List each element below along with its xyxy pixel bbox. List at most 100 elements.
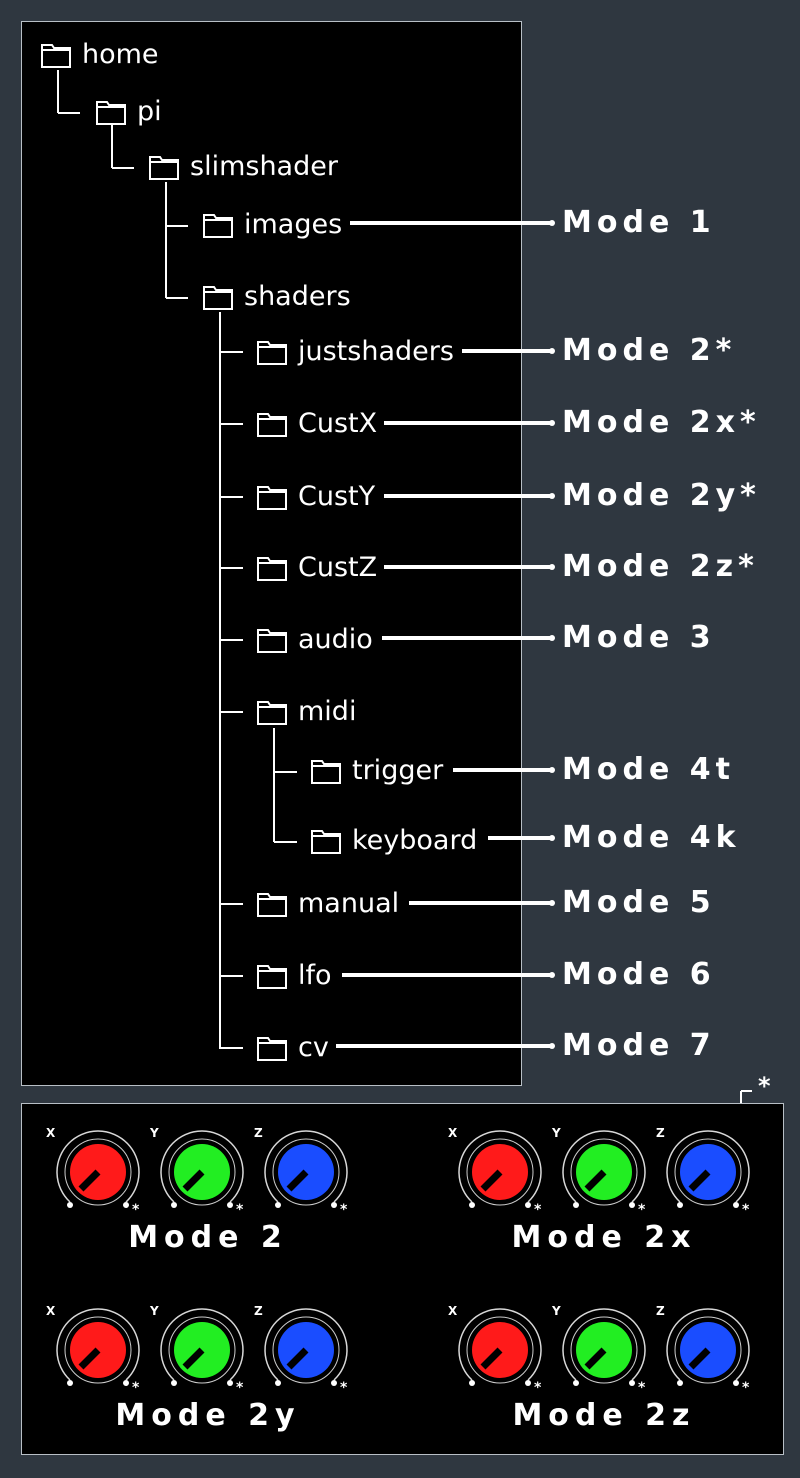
tree-node-label: midi (298, 696, 357, 727)
knob-group-title: Mode 2x (511, 1220, 697, 1255)
mode-label-cv: Mode 7 (562, 1028, 716, 1063)
tree-node-label: manual (298, 888, 400, 919)
folder-icon (41, 44, 71, 68)
tree-node-shaders[interactable]: shaders (202, 282, 351, 312)
knob-pointer (480, 1169, 503, 1192)
mode-label-custy: Mode 2y* (562, 478, 761, 513)
knob-axis-label: Z (254, 1304, 263, 1318)
knob-scale-arc (160, 1130, 244, 1203)
knob-x[interactable]: * (452, 1128, 556, 1212)
connector-end (549, 1043, 555, 1049)
folder-tree-panel (21, 21, 522, 1086)
knob-pointer (182, 1169, 205, 1192)
tree-node-label: shaders (244, 281, 351, 312)
knob-y[interactable]: * (556, 1128, 660, 1212)
knob-z[interactable]: * (258, 1306, 362, 1390)
tree-node-slimshader[interactable]: slimshader (148, 152, 338, 182)
knob-y[interactable]: * (556, 1306, 660, 1390)
knob-axis-label: Z (656, 1304, 665, 1318)
knob-x[interactable]: * (50, 1128, 154, 1212)
knob-z[interactable]: * (660, 1306, 764, 1390)
knob-z[interactable]: * (258, 1128, 362, 1212)
knob-range-dot (275, 1202, 281, 1208)
knob-range-dot (629, 1380, 635, 1386)
footnote-marker: * (758, 1072, 771, 1100)
tree-node-label: lfo (298, 960, 332, 991)
mode-label-justshaders: Mode 2* (562, 333, 737, 368)
knob-ring (272, 1316, 340, 1384)
tree-node-custz[interactable]: CustZ (256, 553, 377, 583)
tree-node-midi[interactable]: midi (256, 697, 356, 727)
knob-group-title: Mode 2 (128, 1220, 288, 1255)
tree-node-custy[interactable]: CustY (256, 482, 375, 512)
folder-icon (257, 629, 287, 653)
knob-marker: * (340, 1202, 348, 1212)
knob-range-dot (331, 1202, 337, 1208)
knob-range-dot (227, 1202, 233, 1208)
knob-range-dot (733, 1202, 739, 1208)
knob-range-dot (67, 1380, 73, 1386)
knob-range-dot (733, 1380, 739, 1386)
tree-node-label: CustX (298, 408, 378, 439)
knob-z[interactable]: * (660, 1128, 764, 1212)
knob-range-dot (573, 1202, 579, 1208)
tree-node-label: trigger (352, 755, 444, 786)
knob-axis-label: Y (150, 1304, 159, 1318)
knob-y[interactable]: * (154, 1306, 258, 1390)
knob-range-dot (469, 1202, 475, 1208)
folder-icon (257, 893, 287, 917)
tree-node-label: pi (137, 96, 162, 127)
knob-group-title: Mode 2z (512, 1398, 696, 1433)
knob-range-dot (123, 1202, 129, 1208)
tree-node-pi[interactable]: pi (95, 97, 162, 127)
tree-node-label: CustY (298, 481, 376, 512)
tree-node-lfo[interactable]: lfo (256, 961, 332, 991)
knob-marker: * (236, 1380, 244, 1390)
mode-label-audio: Mode 3 (562, 620, 716, 655)
knob-range-dot (573, 1380, 579, 1386)
knob-marker: * (638, 1380, 646, 1390)
knob-x[interactable]: * (50, 1306, 154, 1390)
connector-end (549, 972, 555, 978)
tree-node-keyboard[interactable]: keyboard (310, 826, 477, 856)
mode-label-manual: Mode 5 (562, 885, 716, 920)
tree-node-label: images (244, 209, 343, 240)
connector-end (549, 420, 555, 426)
connector-end (549, 348, 555, 354)
knob-x[interactable]: * (452, 1306, 556, 1390)
knob-range-dot (677, 1202, 683, 1208)
knob-pointer (584, 1169, 607, 1192)
tree-node-home[interactable]: home (40, 40, 159, 70)
tree-node-cv[interactable]: cv (256, 1033, 329, 1063)
knob-scale-arc (264, 1130, 348, 1203)
knob-pointer (78, 1347, 101, 1370)
connector-end (549, 900, 555, 906)
tree-node-images[interactable]: images (202, 210, 342, 240)
knob-scale-arc (458, 1130, 542, 1203)
tree-node-audio[interactable]: audio (256, 625, 373, 655)
knob-ring (674, 1316, 742, 1384)
knob-marker: * (742, 1202, 750, 1212)
knob-pointer (584, 1347, 607, 1370)
knob-ring (168, 1138, 236, 1206)
knob-marker: * (340, 1380, 348, 1390)
connector-end (549, 767, 555, 773)
mode-label-lfo: Mode 6 (562, 957, 716, 992)
tree-node-justshaders[interactable]: justshaders (256, 337, 454, 367)
connector-end (549, 493, 555, 499)
folder-icon (257, 341, 287, 365)
folder-icon (96, 101, 126, 125)
tree-node-custx[interactable]: CustX (256, 409, 377, 439)
tree-node-manual[interactable]: manual (256, 889, 399, 919)
knob-scale-arc (666, 1130, 750, 1203)
knob-ring (272, 1138, 340, 1206)
knob-axis-label: Z (254, 1126, 263, 1140)
knob-range-dot (123, 1380, 129, 1386)
folder-icon (311, 830, 341, 854)
tree-node-trigger[interactable]: trigger (310, 756, 443, 786)
knob-scale-arc (160, 1308, 244, 1381)
knob-y[interactable]: * (154, 1128, 258, 1212)
knob-ring (466, 1316, 534, 1384)
knob-pointer (286, 1169, 309, 1192)
